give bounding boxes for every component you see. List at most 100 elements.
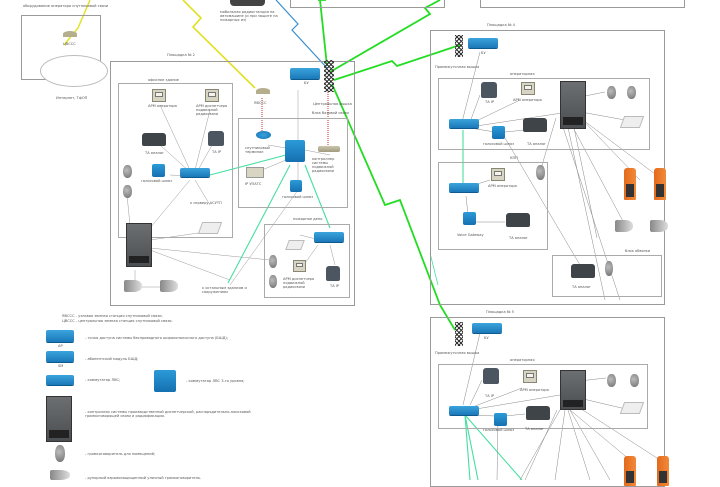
voice-gateway-icon (463, 212, 476, 225)
other-buildings-label: к остальным зданиям и сооружениям (202, 286, 247, 295)
satellite-link-vsat (182, 0, 256, 89)
outdoor-horn-icon (124, 280, 142, 292)
outdoor-horn-icon (615, 220, 633, 232)
site2-box (110, 61, 355, 306)
office-voice-gateway-label: голосовой шлюз (141, 179, 173, 183)
site4-bs-label: БУ (481, 51, 486, 55)
site5-phone-analog-label: ТА аналог (525, 427, 544, 431)
ip-phone-icon (208, 131, 224, 146)
ip-pbx-icon (246, 167, 264, 178)
vsat-dish-icon (256, 88, 270, 94)
site5-title: Площадка № 5 (486, 310, 514, 314)
office-title: офисное здание (148, 78, 179, 82)
kpp-voice-gateway-label: Voice Gateway (457, 233, 484, 237)
workstation-icon (491, 168, 505, 181)
ip-phone-icon (481, 82, 497, 98)
lan-switch-icon (314, 232, 344, 242)
outdoor-horn-icon (650, 220, 668, 232)
analog-phone-icon (142, 133, 166, 146)
tower-icon (455, 322, 463, 346)
indoor-speaker-icon (269, 255, 277, 268)
analog-phone-icon (571, 264, 595, 278)
control-room-box (264, 224, 350, 298)
workstation-icon (521, 82, 535, 95)
outdoor-horn-icon (50, 470, 70, 480)
switch-icon (46, 375, 74, 385)
office-box (118, 83, 233, 238)
indoor-speaker-icon (123, 185, 132, 198)
controller-cabinet-icon (560, 81, 586, 129)
legend-speaker-text: - громкоговоритель для помещений; (85, 452, 156, 456)
explosion-proof-device-icon (624, 456, 636, 486)
kpp-box (438, 162, 548, 250)
l3-switch-icon (285, 140, 305, 162)
wireless-link-site5 (331, 83, 456, 331)
satellite-terminal-label: спутниковый терминал (245, 146, 270, 155)
server-voice-gateway-label: голосовой шлюз (282, 195, 314, 199)
lan-switch-icon (449, 119, 479, 128)
lan-switch-icon (449, 183, 479, 192)
pump-block-box (552, 255, 662, 297)
provider-station-label: ЦВССС (63, 42, 76, 46)
ip-pbx-label: IP УПАТС (245, 182, 262, 186)
explosion-proof-device-icon (654, 168, 666, 200)
control-phone-ip-label: ТА IP (330, 284, 340, 288)
vsat-label: ЯВССС (254, 101, 267, 105)
site5-bs-label: БУ (484, 336, 489, 340)
tower-icon (455, 35, 463, 57)
satellite-terminal-icon (256, 131, 271, 139)
access-point-icon (468, 38, 498, 48)
legend-l3-text: - коммутатор ЛВС 3-го уровня; (186, 379, 245, 383)
ip-phone-icon (326, 266, 340, 281)
wireless-link-top-right (329, 0, 441, 73)
indoor-speaker-icon (536, 165, 545, 180)
controller-cabinet-icon (126, 223, 152, 267)
analog-phone-icon (506, 213, 530, 227)
satellite-dish-icon (63, 31, 77, 37)
workstation-icon (523, 370, 537, 383)
cloud-label: Интернет, ТфОП (56, 96, 88, 100)
workstation-icon (152, 89, 166, 102)
site5-tower-label: Промежуточная вышка (435, 351, 480, 355)
server-room-title: блок базовой связи (312, 111, 349, 115)
kpp-phone-analog-label: ТА аналог (509, 236, 528, 240)
radio-controller-icon (318, 146, 340, 152)
server-room-box (238, 118, 348, 208)
ip-phone-icon (483, 368, 499, 384)
control-arm-label: АРМ диспетчера подвижной радиосвязи (283, 277, 315, 290)
site4-phone-analog-label: ТА аналог (527, 142, 546, 146)
access-point-icon (46, 330, 74, 342)
lan-switch-icon (180, 168, 210, 177)
office-asutp-label: к серверу АСУТП (190, 201, 222, 205)
site4-voice-gateway-label: голосовой шлюз (483, 142, 515, 146)
legend-ap-sub: AP (58, 344, 63, 348)
site4-operator-box (438, 78, 650, 150)
site4-phone-ip-label: ТА IP (485, 100, 495, 104)
office-phone-ip-label: ТА IP (212, 150, 222, 154)
site4-title: Площадка № 4 (487, 23, 515, 27)
legend-abbrev-2: ЦВССС - центральная земная станция спутн… (62, 319, 173, 323)
pump-block-title: блок обвязки (625, 249, 651, 253)
workstation-icon (205, 89, 219, 102)
site4-tower-label: Промежуточная вышка (435, 65, 480, 69)
indoor-speaker-icon (607, 374, 616, 387)
legend-ap-text: - точка доступа системы беспроводного ши… (85, 336, 229, 340)
subscriber-module-icon (46, 351, 74, 362)
site5-operator-box (438, 364, 648, 429)
voice-gateway-icon (494, 413, 507, 426)
indoor-speaker-icon (627, 86, 636, 99)
site2-tower-label: Центральная вышка (313, 102, 352, 106)
vehicle-radio-icon (230, 0, 265, 6)
l3-switch-icon (154, 370, 176, 392)
site5-phone-ip-label: ТА IP (485, 394, 495, 398)
office-arm-label: АРМ диспетчера подвижной радиосвязи (196, 104, 228, 117)
legend-horn-text: - рупорный взрывозащищенный уличный гром… (85, 476, 202, 480)
top-frame-center (290, 0, 445, 8)
voice-gateway-icon (152, 164, 165, 177)
legend-abbrev-1: ЯВССС - узловая земная станция спутников… (62, 314, 163, 318)
analog-phone-icon (526, 406, 550, 420)
lan-switch-icon (449, 406, 479, 415)
provider-caption: оборудование оператора спутниковой связи (23, 4, 109, 8)
access-point-icon (290, 68, 320, 79)
